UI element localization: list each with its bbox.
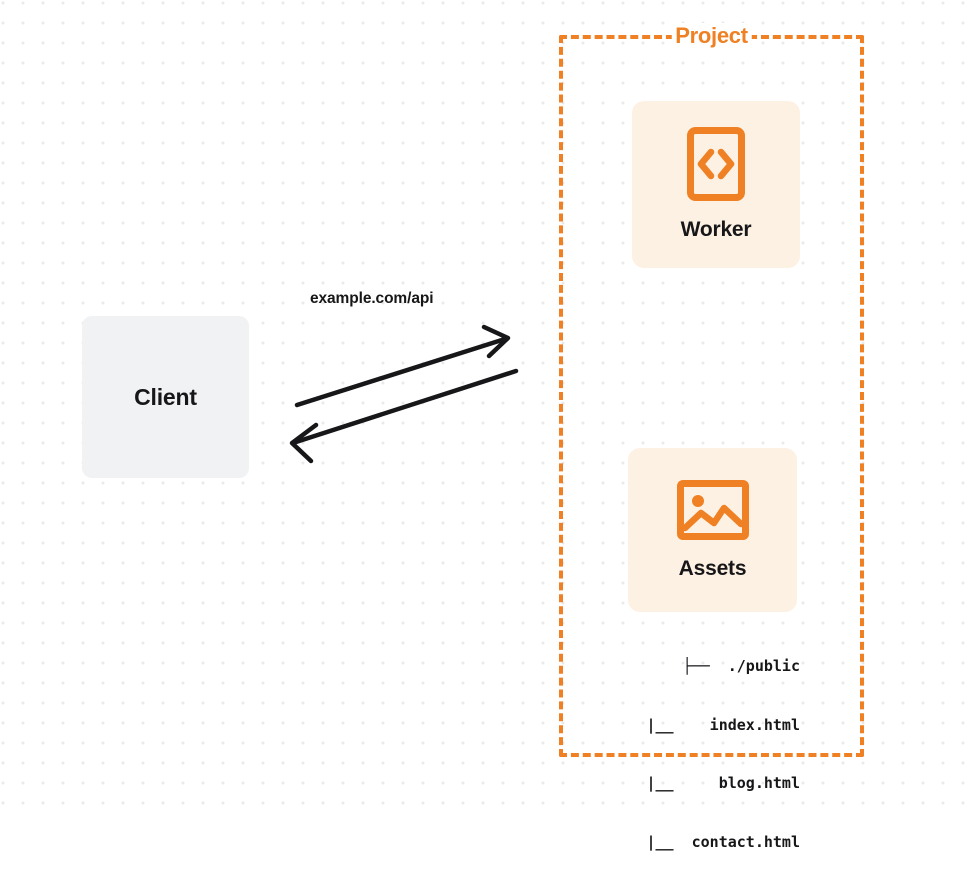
client-node-label: Client	[134, 383, 197, 410]
image-landscape-icon	[676, 479, 749, 545]
response-arrow	[289, 368, 519, 464]
request-arrow	[294, 324, 511, 408]
client-node[interactable]: Client	[82, 316, 249, 478]
file-tree-row: |__ contact.html	[646, 832, 800, 851]
assets-node[interactable]: Assets	[628, 448, 797, 612]
project-container: Project	[559, 23, 864, 757]
connection-label: example.com/api	[310, 290, 434, 307]
worker-node[interactable]: Worker	[632, 101, 800, 268]
project-title: Project	[671, 23, 752, 49]
assets-node-label: Assets	[678, 556, 747, 580]
file-tree-row: |__ index.html	[646, 715, 800, 734]
code-brackets-icon	[687, 127, 745, 206]
worker-node-label: Worker	[680, 218, 752, 241]
diagram-canvas: Client example.com/api Project Worker	[0, 0, 980, 851]
file-tree-row: ├── ./public	[682, 657, 800, 675]
assets-file-tree: ├── ./public |__ index.html |__ blog.htm…	[600, 618, 800, 891]
file-tree-row: |__ blog.html	[646, 774, 800, 792]
